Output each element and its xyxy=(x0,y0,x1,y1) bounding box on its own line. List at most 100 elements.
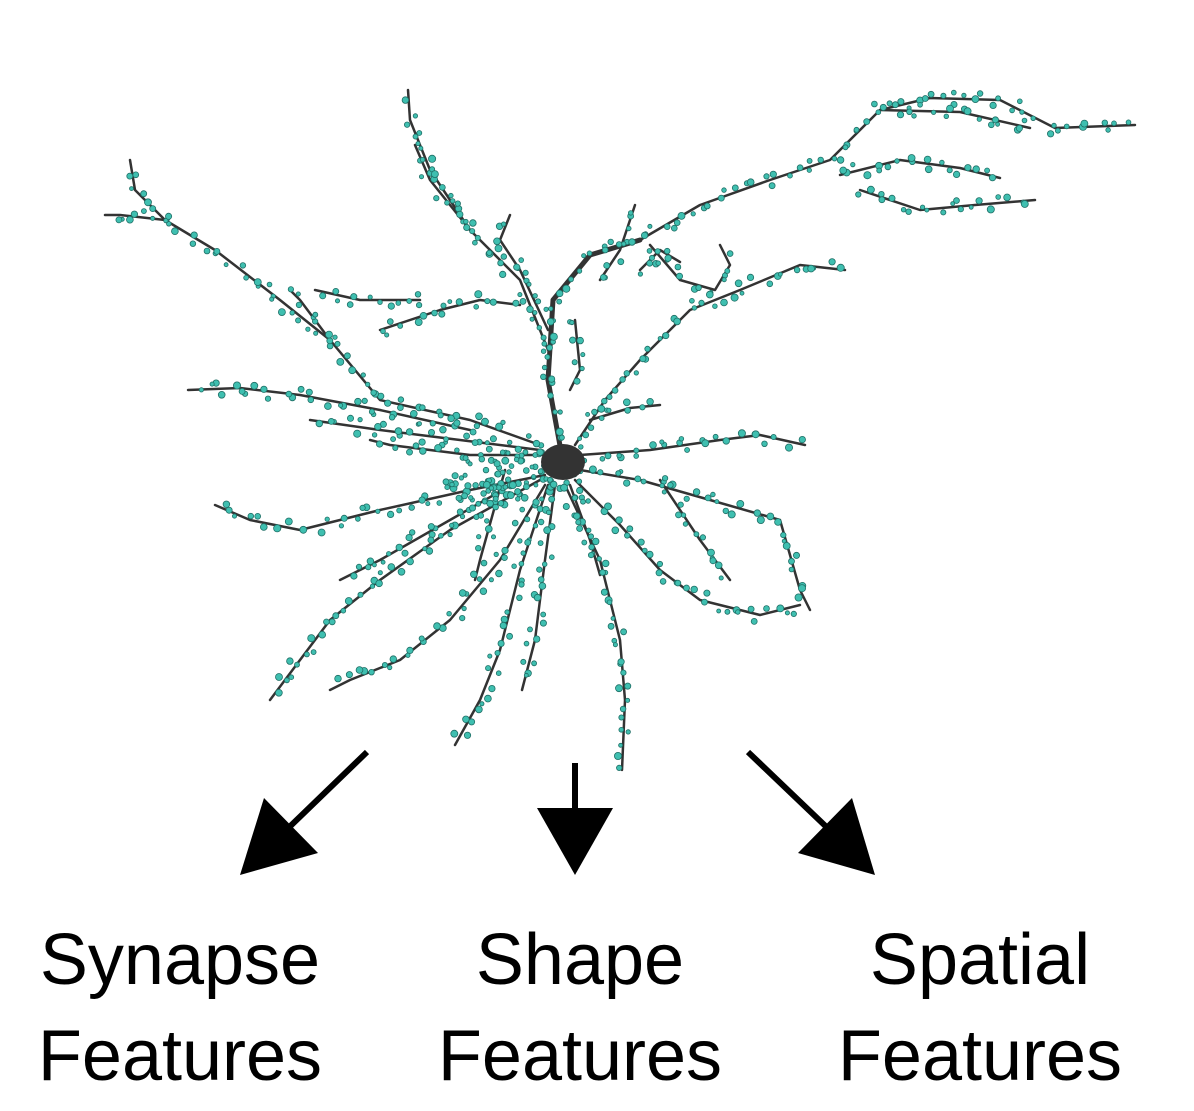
synapse-dot xyxy=(529,464,535,470)
synapse-dot xyxy=(397,567,406,576)
synapse-dot xyxy=(414,291,422,298)
synapse-dot xyxy=(646,398,654,406)
synapse-dot xyxy=(518,257,524,263)
synapse-dot xyxy=(327,417,335,425)
synapse-dot xyxy=(717,194,725,202)
synapse-dot xyxy=(606,393,613,400)
synapse-dot xyxy=(396,507,403,514)
synapse-dot xyxy=(433,195,440,202)
synapse-dot xyxy=(647,223,653,229)
synapse-dot xyxy=(659,482,665,489)
synapse-dot xyxy=(989,101,997,110)
synapse-dot xyxy=(198,387,204,393)
synapse-dot xyxy=(610,616,616,621)
synapse-dot xyxy=(253,278,262,287)
synapse-dot xyxy=(623,370,630,377)
synapse-dot xyxy=(447,414,455,423)
synapse-dot xyxy=(474,234,481,241)
synapse-dot xyxy=(477,512,484,519)
synapse-dot xyxy=(344,597,353,605)
synapse-dot xyxy=(416,130,423,136)
arrow-to-shape-features xyxy=(537,763,613,875)
synapse-dot xyxy=(712,303,718,309)
synapse-dot xyxy=(793,266,801,274)
synapse-dot xyxy=(213,247,221,255)
synapse-dot xyxy=(634,475,642,483)
synapse-label-line1: Synapse xyxy=(39,920,321,1000)
synapse-dot xyxy=(516,594,523,601)
synapse-dot xyxy=(1111,120,1117,127)
synapse-dot xyxy=(924,165,933,174)
synapse-dot xyxy=(699,534,707,541)
synapse-dot xyxy=(776,604,785,613)
synapse-dot xyxy=(418,174,424,180)
synapse-dot xyxy=(546,344,553,352)
synapse-dot xyxy=(223,262,229,268)
arrow-to-synapse-features xyxy=(240,749,370,875)
synapse-dot xyxy=(1063,123,1070,130)
synapse-dot xyxy=(607,238,614,246)
synapse-dot xyxy=(115,216,123,224)
synapse-dot xyxy=(546,317,555,326)
synapse-dot xyxy=(842,144,849,151)
synapse-dot xyxy=(340,607,347,614)
synapse-dot xyxy=(888,194,896,202)
synapse-dot xyxy=(544,354,551,360)
synapse-dot xyxy=(736,499,745,508)
synapse-dot xyxy=(763,173,770,180)
synapse-dot xyxy=(222,500,231,508)
synapse-dot xyxy=(456,508,464,516)
synapse-dot xyxy=(419,447,427,455)
synapse-dot xyxy=(532,310,538,316)
synapse-dot xyxy=(678,436,685,442)
synapse-dot xyxy=(381,662,388,669)
synapse-dot xyxy=(239,262,247,269)
synapse-dot xyxy=(575,519,582,526)
synapse-dot xyxy=(294,661,300,668)
synapse-dot xyxy=(312,311,319,318)
synapse-dot xyxy=(350,293,358,301)
synapse-dot xyxy=(523,672,529,678)
synapse-dot xyxy=(486,249,493,256)
synapse-dot xyxy=(360,372,366,378)
synapse-dot xyxy=(469,228,476,235)
synapse-dot xyxy=(684,447,690,453)
synapse-dot xyxy=(1051,122,1057,129)
synapse-dot xyxy=(416,421,422,427)
synapse-dot xyxy=(906,108,913,115)
synapse-dot xyxy=(646,550,654,559)
synapse-dot xyxy=(418,145,424,151)
synapse-dot xyxy=(501,546,509,555)
synapse-dot xyxy=(388,414,396,421)
synapse-dot xyxy=(386,551,392,557)
synapse-dot xyxy=(523,483,530,491)
synapse-dot xyxy=(798,584,807,593)
spatial-label-line2: Features xyxy=(837,1016,1123,1096)
synapse-features-label: Synapse Features xyxy=(0,912,360,1104)
synapse-dot xyxy=(646,259,653,267)
synapse-dot xyxy=(513,456,520,463)
synapse-dot xyxy=(619,376,626,383)
synapse-dot xyxy=(473,422,480,430)
synapse-dot xyxy=(511,519,519,527)
synapse-dot xyxy=(673,219,681,227)
synapse-dot xyxy=(463,731,472,739)
synapse-dot xyxy=(541,340,548,347)
synapse-dot xyxy=(552,409,558,415)
synapse-dot xyxy=(511,563,517,569)
synapse-dot xyxy=(616,764,623,772)
synapse-dot xyxy=(166,221,172,227)
synapse-dot xyxy=(596,556,602,562)
synapse-dot xyxy=(479,587,488,595)
synapse-dot xyxy=(836,156,845,164)
synapse-dot xyxy=(132,171,140,179)
synapse-dot xyxy=(418,438,426,446)
synapse-dot xyxy=(930,109,937,115)
synapse-dot xyxy=(701,598,708,606)
synapse-dot xyxy=(777,271,783,277)
dendrite-branch xyxy=(103,213,167,222)
synapse-dot xyxy=(839,166,847,175)
synapse-dot xyxy=(761,440,768,447)
synapse-dot xyxy=(785,443,794,452)
synapse-dot xyxy=(787,172,793,179)
